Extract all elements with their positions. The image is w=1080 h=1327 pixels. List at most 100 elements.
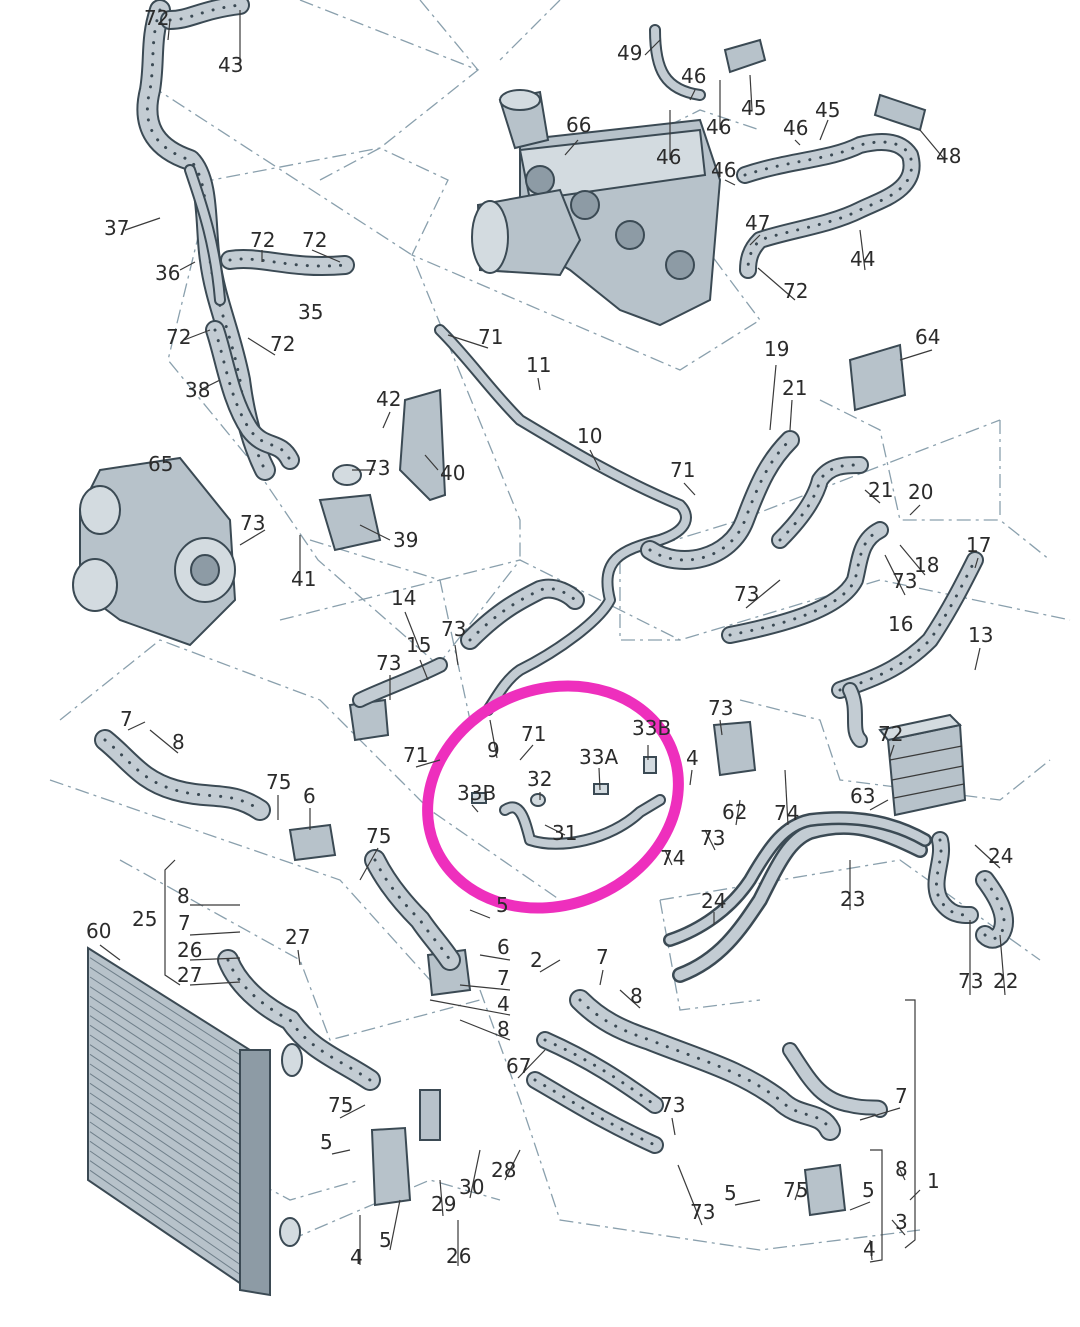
leader-line (183, 329, 211, 341)
callout-46: 46 (783, 116, 808, 140)
leader-line (189, 931, 241, 936)
callout-41: 41 (291, 567, 316, 591)
hose-texture (543, 1038, 657, 1107)
callout-24: 24 (988, 844, 1013, 868)
leader-line (247, 337, 276, 356)
leader-line (884, 554, 906, 596)
group-bracket (869, 1149, 883, 1263)
hose-texture (226, 958, 372, 1082)
hose-body (354, 659, 446, 706)
leader-line (544, 824, 566, 836)
callout-7: 7 (596, 945, 609, 969)
leader-line (749, 74, 753, 111)
leader-line (974, 557, 979, 569)
callout-16: 16 (888, 612, 913, 636)
radiator-fin (89, 1102, 249, 1211)
callout-72: 72 (144, 6, 169, 30)
callout-7: 7 (895, 1084, 908, 1108)
callout-49: 49 (617, 41, 642, 65)
leader-line (794, 1184, 801, 1201)
leader-line (519, 744, 534, 761)
callout-73: 73 (660, 1093, 685, 1117)
leader-line (471, 804, 479, 813)
radiator (87, 946, 303, 1297)
leader-line (719, 719, 723, 736)
leader-line (794, 139, 801, 146)
callout-30: 30 (459, 1175, 484, 1199)
leader-line (415, 759, 441, 768)
callout-4: 4 (863, 1237, 876, 1261)
leader-line (564, 139, 579, 156)
radiator-fin (89, 1131, 249, 1241)
leader-line (899, 1169, 906, 1181)
radiator-fin (89, 1015, 249, 1121)
callout-11: 11 (526, 353, 551, 377)
callout-17: 17 (966, 533, 991, 557)
callout-64: 64 (915, 325, 940, 349)
leader-line (889, 744, 895, 758)
radiator-fin (89, 1073, 249, 1181)
hose-body (436, 326, 690, 714)
callout-75: 75 (266, 770, 291, 794)
leader-line (124, 217, 161, 231)
hose-texture (145, 8, 267, 472)
callout-8: 8 (895, 1157, 908, 1181)
leader-line (339, 1104, 366, 1119)
leader-line (734, 1199, 761, 1206)
callout-39: 39 (393, 528, 418, 552)
callout-15: 15 (406, 633, 431, 657)
hose-outline (434, 324, 692, 716)
callout-73: 73 (365, 456, 390, 480)
callout-66: 66 (566, 113, 591, 137)
leader-line (297, 949, 301, 966)
callout-5: 5 (379, 1228, 392, 1252)
radiator-fin (89, 1024, 249, 1131)
callout-35: 35 (298, 300, 323, 324)
radiator-fin (89, 995, 249, 1101)
leader-line (619, 989, 641, 1009)
callout-74: 74 (774, 801, 799, 825)
leader-line (644, 39, 661, 56)
leader-line (859, 229, 866, 271)
callout-25: 25 (132, 907, 157, 931)
callout-20: 20 (908, 480, 933, 504)
callout-63: 63 (850, 784, 875, 808)
hose-body (784, 1044, 886, 1116)
callout-74: 74 (660, 846, 685, 870)
hose-body (929, 833, 977, 922)
radiator-fin (89, 1150, 249, 1261)
callout-23: 23 (840, 887, 865, 911)
callout-65: 65 (148, 452, 173, 476)
hose-body (186, 166, 224, 304)
callout-72: 72 (302, 228, 327, 252)
leader-line (749, 234, 761, 246)
leader-line (331, 1149, 351, 1155)
callout-8: 8 (172, 730, 185, 754)
callout-29: 29 (431, 1192, 456, 1216)
callout-72: 72 (878, 722, 903, 746)
callout-31: 31 (552, 821, 577, 845)
radiator-fin (89, 1053, 249, 1161)
leader-line (447, 334, 489, 349)
hose-body (162, 0, 248, 28)
callout-75: 75 (783, 1178, 808, 1202)
callout-8: 8 (177, 884, 190, 908)
pipe-body (665, 813, 930, 945)
leader-line (389, 1199, 401, 1251)
radiator-fin (89, 1082, 249, 1191)
leader-line (469, 909, 491, 919)
leader-line (757, 267, 796, 301)
callout-21: 21 (868, 478, 893, 502)
leader-line (537, 377, 541, 391)
leader-line (179, 261, 196, 271)
callout-28: 28 (491, 1158, 516, 1182)
leader-line (869, 799, 889, 811)
callout-75: 75 (328, 1093, 353, 1117)
callout-6: 6 (497, 935, 510, 959)
callout-9: 9 (487, 738, 500, 762)
leader-line (439, 1179, 444, 1217)
leader-line (859, 1107, 901, 1121)
leader-line (909, 504, 921, 516)
radiator-fin (89, 1140, 249, 1251)
radiator-fin (89, 1092, 249, 1201)
